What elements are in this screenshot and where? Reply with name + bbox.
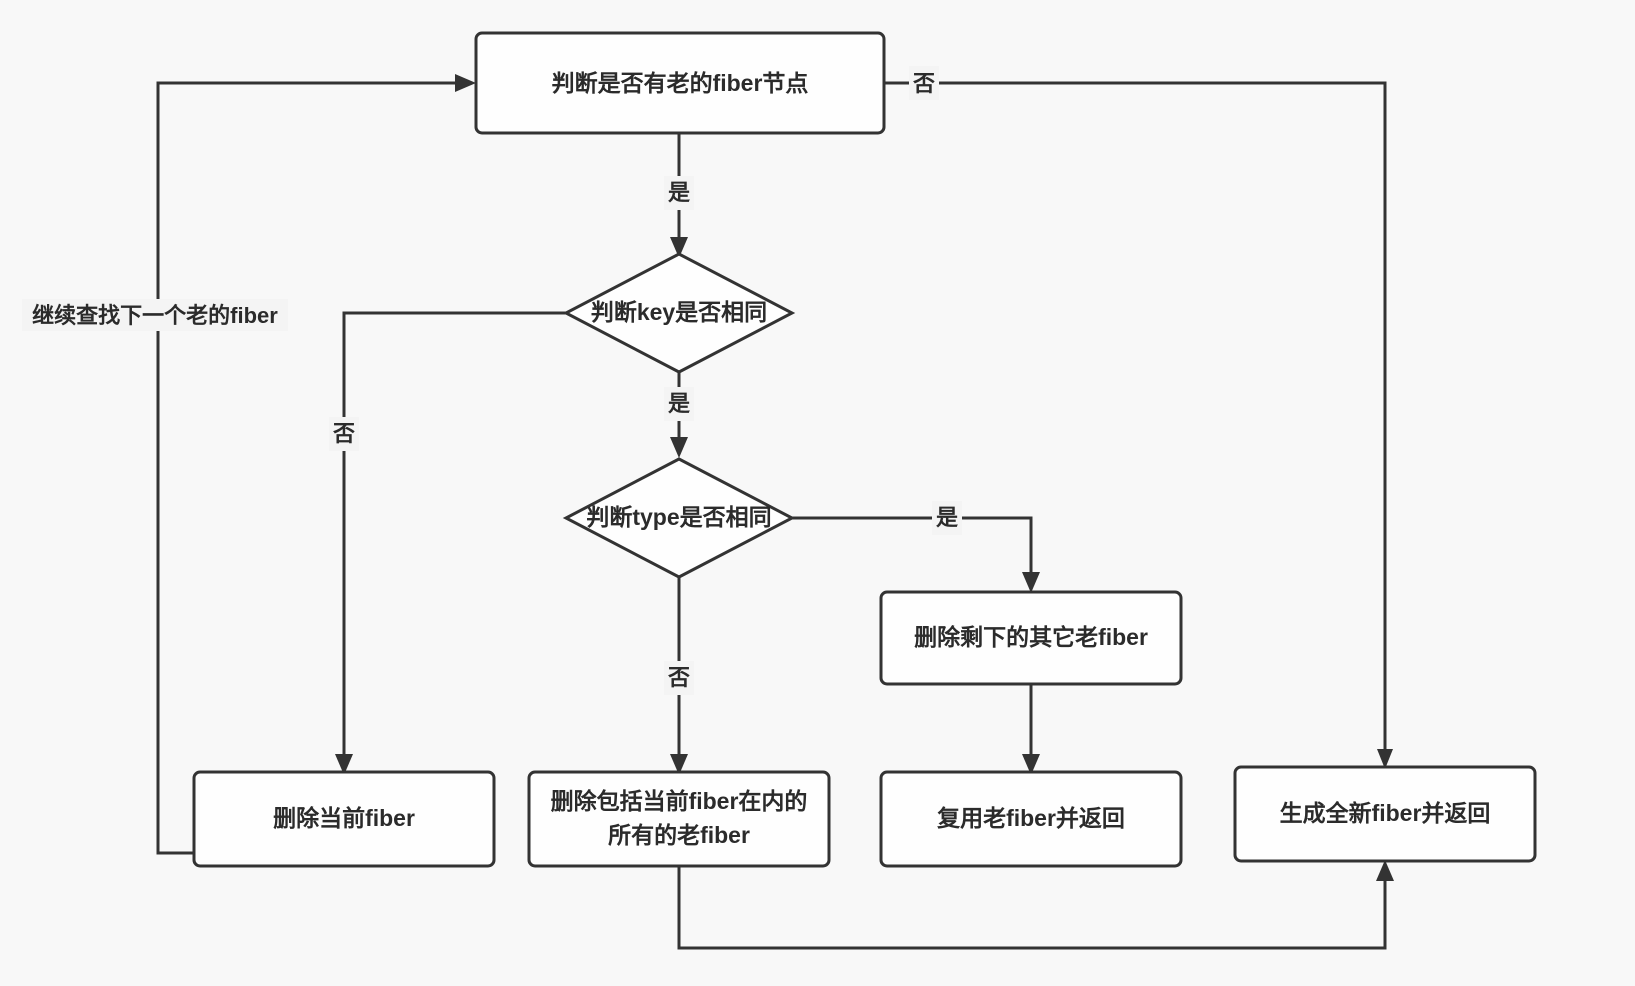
edge-label-key-no-text: 否: [332, 421, 355, 446]
edge-label-has-old-yes: 是: [664, 176, 694, 210]
arrow-head-icon: [1022, 572, 1040, 593]
edge-label-has-old-yes-text: 是: [668, 180, 690, 205]
edge-label-key-no: 否: [329, 417, 359, 451]
edge-label-has-old-no-text: 否: [912, 71, 935, 96]
edge-label-loop-back-text: 继续查找下一个老的fiber: [32, 303, 278, 328]
node-type-same-label: 判断type是否相同: [586, 504, 771, 530]
edge-has-old-no: [884, 81, 1393, 769]
arrow-head-icon: [670, 237, 688, 258]
node-reuse-old[interactable]: 复用老fiber并返回: [879, 770, 1183, 868]
arrow-head-icon: [670, 754, 688, 775]
edge-label-key-yes-text: 是: [668, 391, 690, 416]
node-delete-all-old[interactable]: 删除包括当前fiber在内的 所有的老fiber: [527, 770, 831, 868]
edge-label-loop-back: 继续查找下一个老的fiber: [22, 299, 288, 331]
edge-key-no: [335, 311, 566, 775]
edge-label-key-yes: 是: [664, 387, 694, 421]
node-reuse-old-label: 复用老fiber并返回: [936, 805, 1125, 831]
node-key-same[interactable]: 判断key是否相同: [562, 252, 796, 374]
arrow-head-icon: [335, 754, 353, 775]
node-delete-rest-old-label: 删除剩下的其它老fiber: [914, 624, 1148, 650]
node-delete-all-old-label-line1: 删除包括当前fiber在内的: [551, 788, 808, 814]
edge-label-type-yes: 是: [932, 501, 962, 535]
arrow-head-icon: [1376, 860, 1394, 881]
edge-label-has-old-no: 否: [909, 66, 939, 100]
node-delete-current[interactable]: 删除当前fiber: [192, 770, 496, 868]
arrow-head-icon: [670, 437, 688, 458]
node-key-same-label: 判断key是否相同: [591, 299, 767, 325]
edge-type-yes: [792, 516, 1040, 593]
node-has-old-fiber[interactable]: 判断是否有老的fiber节点: [474, 31, 886, 135]
edge-loop-back: [156, 74, 476, 855]
edge-label-type-yes-text: 是: [936, 505, 958, 530]
node-delete-all-old-label-line2: 所有的老fiber: [608, 822, 750, 848]
node-delete-rest-old[interactable]: 删除剩下的其它老fiber: [879, 590, 1183, 686]
node-has-old-fiber-label: 判断是否有老的fiber节点: [552, 70, 809, 96]
arrow-head-icon: [1377, 749, 1393, 769]
arrow-head-icon: [455, 74, 476, 92]
node-type-same[interactable]: 判断type是否相同: [562, 457, 796, 579]
edge-delete-rest-to-reuse: [1022, 684, 1040, 775]
arrow-head-icon: [1022, 754, 1040, 775]
edge-label-type-no: 否: [664, 661, 694, 695]
node-create-new[interactable]: 生成全新fiber并返回: [1233, 765, 1537, 863]
node-delete-current-label: 删除当前fiber: [273, 805, 415, 831]
edge-delete-all-to-create-new: [677, 860, 1394, 950]
edge-label-type-no-text: 否: [667, 665, 690, 690]
node-create-new-label: 生成全新fiber并返回: [1280, 800, 1491, 826]
